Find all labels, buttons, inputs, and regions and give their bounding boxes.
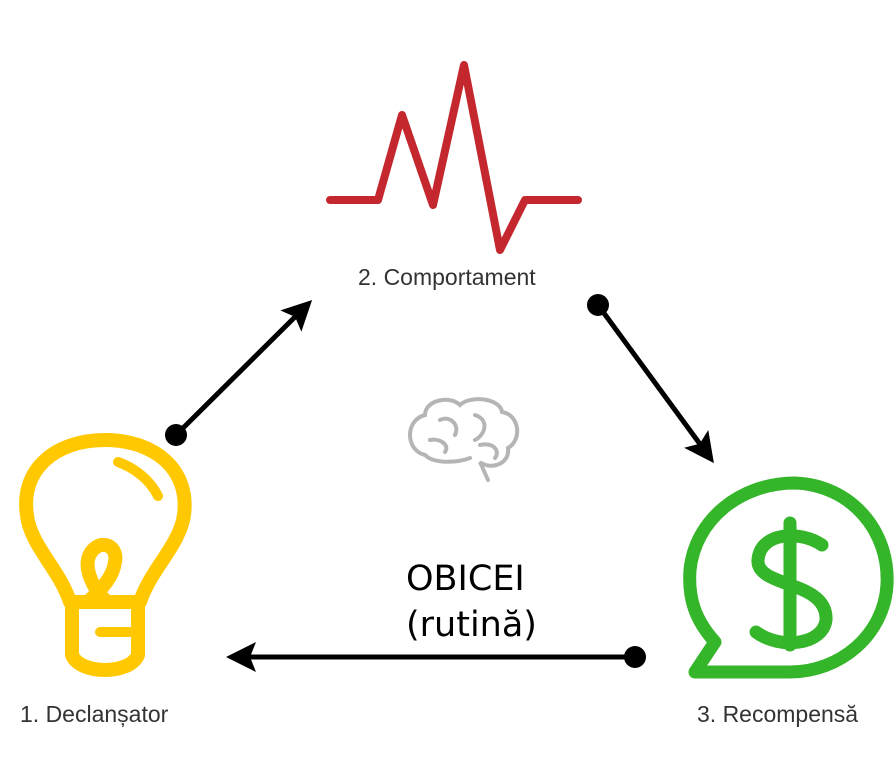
lightbulb-icon <box>19 433 192 677</box>
node-label-behavior: 2. Comportament <box>358 264 536 290</box>
arrow-trigger-to-behavior <box>165 299 313 446</box>
arrow-behavior-to-reward <box>587 294 714 464</box>
brain-icon <box>408 397 519 482</box>
arrow-reward-to-trigger <box>226 642 646 672</box>
center-label: OBICEI (rutină) <box>406 556 537 648</box>
heartbeat-icon <box>326 61 582 254</box>
dollar-speech-bubble-icon <box>683 476 894 679</box>
node-label-trigger: 1. Declanșator <box>20 701 169 727</box>
center-title: OBICEI <box>406 559 525 599</box>
center-subtitle: (rutină) <box>406 605 537 645</box>
node-label-reward: 3. Recompensă <box>697 701 859 727</box>
